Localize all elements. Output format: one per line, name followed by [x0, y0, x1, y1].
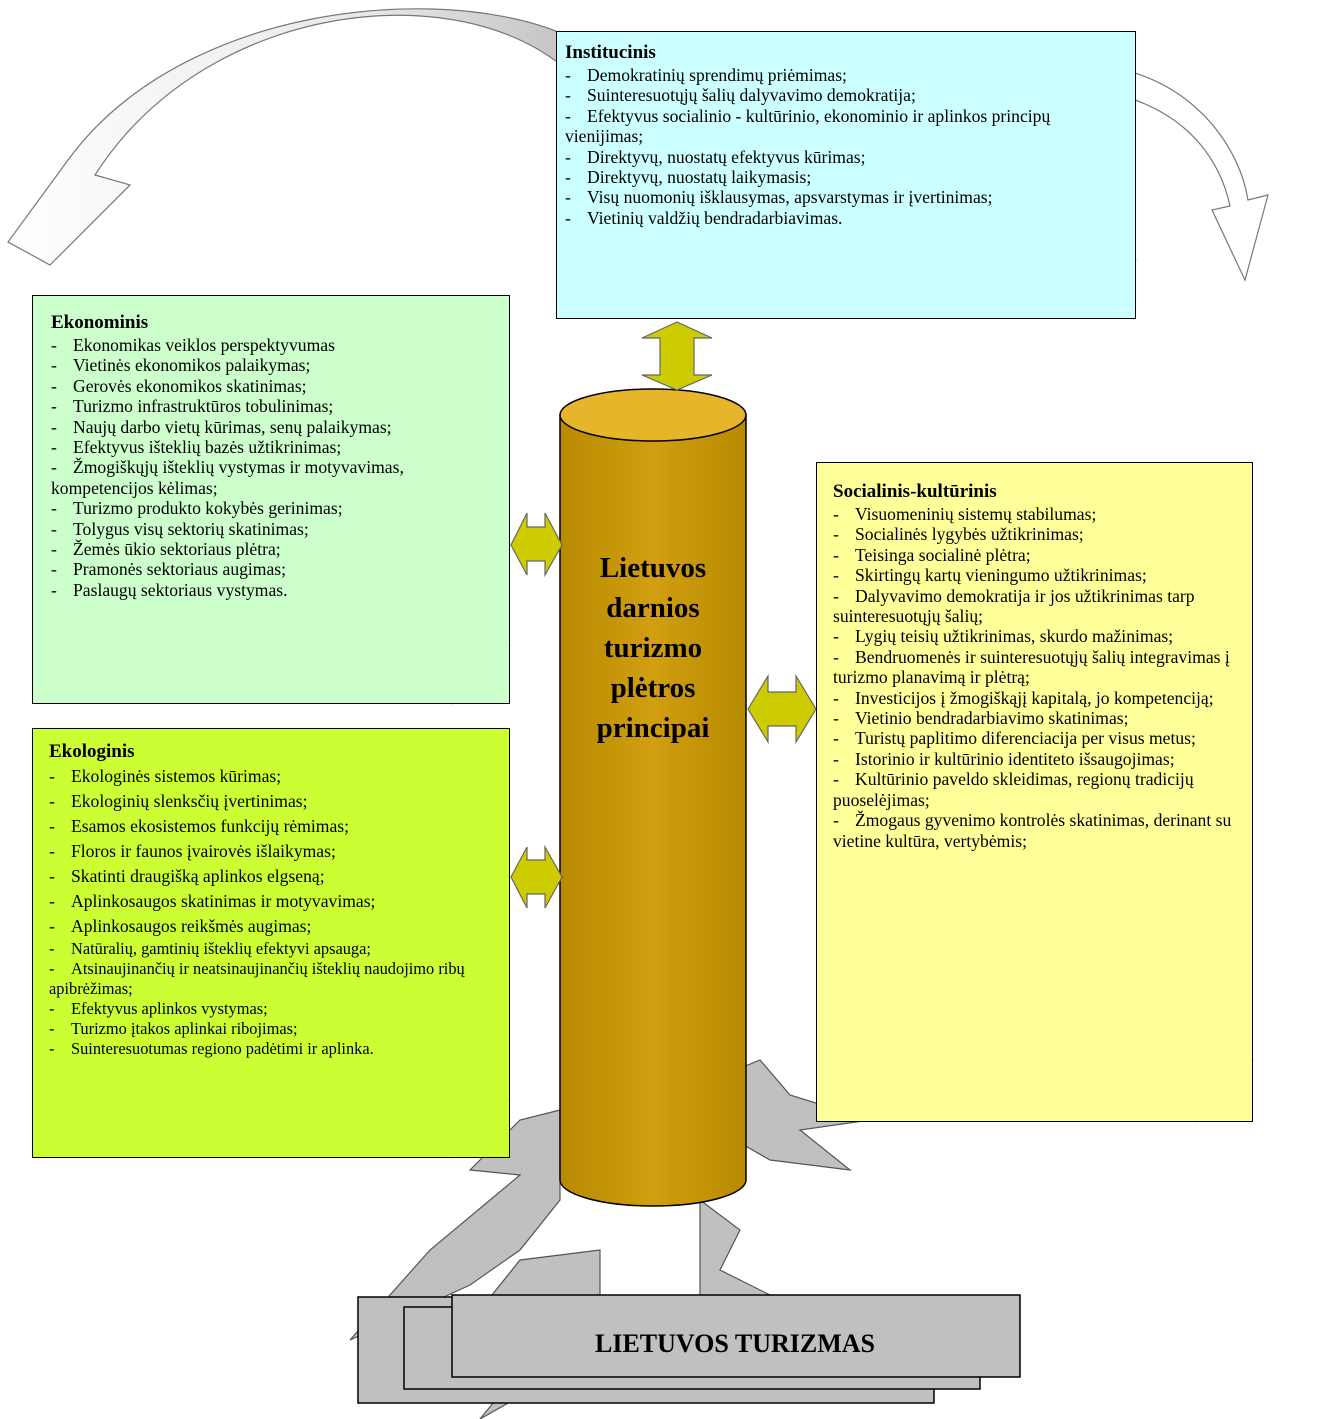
center-title: Lietuvos darnios turizmo plėtros princip… — [560, 548, 746, 748]
list-item: -Ekologinių slenksčių įvertinimas; — [49, 791, 308, 811]
list-item: -Bendruomenės ir suinteresuotųjų šalių i… — [833, 646, 1230, 688]
list-item: -Žemės ūkio sektoriaus plėtra; — [51, 539, 281, 560]
center-title-line: turizmo — [603, 632, 703, 664]
arrow-to-ekonominis — [510, 512, 563, 578]
list-item: -Turistų paplitimo diferenciacija per vi… — [833, 728, 1196, 749]
list-item: -Floros ir faunos įvairovės išlaikymas; — [49, 841, 336, 861]
list-item: -Suinteresuotųjų šalių dalyvavimo demokr… — [565, 85, 916, 106]
center-title-line: Lietuvos — [599, 552, 707, 584]
list-item: -Turizmo infrastruktūros tobulinimas; — [51, 396, 334, 417]
list-item: -Vietinių valdžių bendradarbiavimas. — [565, 207, 843, 228]
socialinis-box: Socialinis-kultūrinis -Visuomeninių sist… — [816, 462, 1253, 1122]
ekonominis-title: Ekonominis — [51, 312, 149, 333]
list-item: -Vietinio bendradarbiavimo skatinimas; — [833, 708, 1129, 729]
list-item: -Aplinkosaugos reikšmės augimas; — [49, 916, 312, 936]
link-arrows — [510, 321, 817, 909]
list-item: -Suinteresuotumas regiono padėtimi ir ap… — [49, 1039, 374, 1058]
list-item: -Atsinaujinančių ir neatsinaujinančių iš… — [49, 959, 465, 998]
list-item: -Tolygus visų sektorių skatinimas; — [51, 518, 309, 539]
banner-stack — [357, 1294, 1021, 1404]
list-item: -Ekologinės sistemos kūrimas; — [49, 766, 282, 786]
ekonominis-box: Ekonominis -Ekonomikas veiklos perspekty… — [32, 295, 510, 704]
list-item: -Visuomeninių sistemų stabilumas; — [833, 504, 1097, 524]
list-item: -Turizmo įtakos aplinkai ribojimas; — [49, 1019, 298, 1038]
arrow-to-socialinis — [747, 673, 817, 745]
list-item: -Socialinės lygybės užtikrinimas; — [833, 524, 1084, 545]
left-cycle-arrow — [7, 8, 606, 266]
socialinis-list: -Visuomeninių sistemų stabilumas; -Socia… — [833, 504, 1242, 851]
list-item: -Visų nuomonių išklausymas, apsvarstymas… — [565, 187, 993, 208]
institucinis-box: Institucinis -Demokratinių sprendimų pri… — [556, 31, 1136, 319]
list-item: -Naujų darbo vietų kūrimas, senų palaiky… — [51, 416, 392, 437]
ekonominis-list: -Ekonomikas veiklos perspektyvumas -Viet… — [51, 335, 499, 600]
list-item: -Turizmo produkto kokybės gerinimas; — [51, 498, 343, 519]
center-pillar — [559, 388, 747, 1207]
center-title-line: plėtros — [610, 672, 696, 704]
arrow-to-ekologinis — [510, 844, 563, 909]
list-item: -Esamos ekosistemos funkcijų rėmimas; — [49, 816, 350, 836]
right-cycle-arrow — [1124, 69, 1269, 282]
list-item: -Paslaugų sektoriaus vystymas. — [51, 579, 288, 600]
list-item: -Efektyvus išteklių bazės užtikrinimas; — [51, 437, 342, 458]
list-item: -Gerovės ekonomikos skatinimas; — [51, 375, 307, 396]
banner-title: LIETUVOS TURIZMAS — [594, 1329, 876, 1358]
list-item: -Skirtingų kartų vieningumo užtikrinimas… — [833, 565, 1147, 586]
center-title-line: darnios — [606, 592, 700, 624]
institucinis-list: -Demokratinių sprendimų priėmimas; -Suin… — [565, 65, 1121, 228]
list-item: -Istorinio ir kultūrinio identiteto išsa… — [833, 748, 1175, 769]
list-item: -Žmogaus gyvenimo kontrolės skatinimas, … — [833, 810, 1232, 851]
list-item: -Efektyvus aplinkos vystymas; — [49, 999, 268, 1018]
list-item: -Direktyvų, nuostatų laikymasis; — [565, 167, 812, 188]
list-item: -Natūralių, gamtinių išteklių efektyvi a… — [49, 939, 371, 958]
list-item: -Kultūrinio paveldo skleidimas, regionų … — [833, 769, 1194, 810]
list-item: -Skatinti draugišką aplinkos elgseną; — [49, 866, 325, 886]
list-item: -Dalyvavimo demokratija ir jos užtikrini… — [833, 585, 1195, 627]
socialinis-title: Socialinis-kultūrinis — [833, 481, 997, 502]
ekologinis-list: -Ekologinės sistemos kūrimas; -Ekologini… — [49, 764, 501, 1059]
list-item: -Investicijos į žmogiškąjį kapitalą, jo … — [833, 687, 1214, 708]
arrow-to-institucinis — [641, 321, 713, 391]
list-item: -Lygių teisių užtikrinimas, skurdo mažin… — [833, 626, 1174, 647]
list-item: -Demokratinių sprendimų priėmimas; — [565, 65, 847, 85]
list-item: -Pramonės sektoriaus augimas; — [51, 559, 287, 580]
list-item: -Žmogiškųjų išteklių vystymas ir motyvav… — [51, 457, 404, 498]
center-title-line: principai — [596, 712, 710, 744]
institucinis-title: Institucinis — [565, 42, 656, 63]
list-item: -Efektyvus socialinio - kultūrinio, ekon… — [565, 105, 1051, 147]
list-item: -Ekonomikas veiklos perspektyvumas — [51, 335, 335, 355]
list-item: -Teisinga socialinė plėtra; — [833, 544, 1031, 565]
list-item: -Direktyvų, nuostatų efektyvus kūrimas; — [565, 146, 866, 167]
list-item: -Vietinės ekonomikos palaikymas; — [51, 355, 311, 376]
list-item: -Aplinkosaugos skatinimas ir motyvavimas… — [49, 891, 376, 911]
ekologinis-title: Ekologinis — [49, 741, 135, 762]
ekologinis-box: Ekologinis -Ekologinės sistemos kūrimas;… — [32, 728, 510, 1158]
